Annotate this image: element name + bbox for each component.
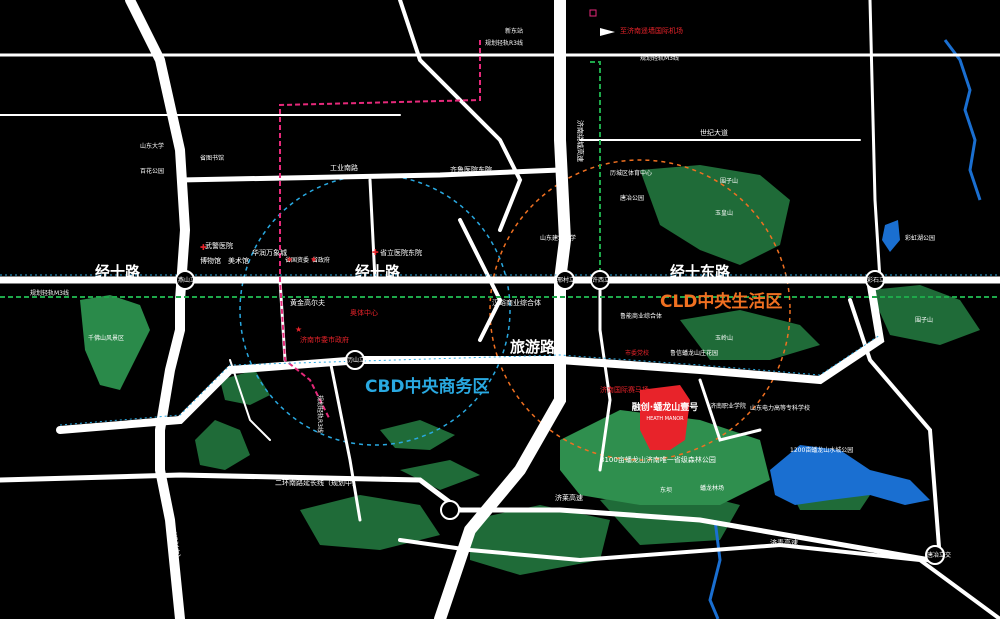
place-huarun: 华润万象城: [252, 248, 287, 257]
road-label-lvyou: 旅游路: [510, 338, 556, 356]
place-baihua-park: 百花公园: [140, 167, 164, 175]
place-lixia-sports: 历城区体育中心: [610, 169, 652, 177]
place-dongshan: 东坝: [660, 486, 672, 494]
place-golf: 黄金高尔夫: [290, 298, 325, 307]
svg-text:★: ★: [286, 255, 293, 264]
place-yuhuang: 玉皇山: [715, 209, 733, 217]
road-label-gongye: 工业南路: [330, 163, 358, 172]
place-zixun: 省国资委: [285, 256, 309, 264]
road-label-raocheng: 济南绕城高速: [576, 120, 585, 162]
interchange-markers: [175, 270, 945, 565]
place-panlong-park: 1200亩蟠龙山水城公园: [790, 446, 853, 454]
metro-label-m3-west: 规划轻轨M3线: [30, 289, 69, 297]
place-wuzhi: 武警医院: [205, 241, 233, 250]
lake-water: [708, 39, 982, 619]
place-art-museum: 美术馆: [228, 256, 249, 265]
metro-label-r3-south: 规划轻轨R3线: [316, 395, 324, 433]
ic-yanshan: 燕山立交: [178, 276, 202, 284]
place-caihong: 彩虹湖公园: [905, 234, 935, 242]
zone-label-cbd: CBD中央商务区: [365, 376, 490, 397]
place-shanjian: 山东建筑大学: [540, 234, 576, 242]
qianfo-mountain-area: [80, 295, 150, 390]
place-shandong-vocational: 山东电力高等专科学校: [750, 404, 810, 412]
place-party-school: 市委党校: [625, 349, 649, 357]
svg-text:✚: ✚: [200, 243, 207, 252]
place-shandong-univ: 山东大学: [140, 142, 164, 150]
metro-lines: [0, 40, 1000, 421]
ic-bangcun: 邢村立交: [557, 276, 581, 284]
place-vocational: 济南职业学院: [710, 402, 746, 410]
place-library: 省图书馆: [200, 154, 224, 162]
ic-tangye: 唐冶立交: [927, 551, 951, 559]
place-weizi: 围子山: [720, 177, 738, 185]
metro-dotted-blue: [0, 274, 1000, 426]
place-panlong-forest: 蟠龙林场: [700, 484, 724, 492]
place-airport: 至济南遥墙国际机场: [620, 26, 683, 35]
road-label-jingshi-east: 经十东路: [670, 263, 731, 281]
road-label-erhuan-dong: 二环东路（规划中）: [163, 499, 183, 563]
road-label-jingshi: 经十路: [355, 263, 401, 281]
place-weizi2: 围子山: [915, 316, 933, 324]
place-horse: 济南国际赛马场: [600, 385, 649, 394]
place-yuling-garden: 鲁信蟠龙山庄花园: [670, 349, 718, 357]
place-tangye-park: 唐冶公园: [620, 194, 644, 202]
ic-xuxi: 许西立交: [592, 276, 616, 284]
place-yuling: 玉岭山: [715, 334, 733, 342]
metro-label-m3-north: 规划轻轨M3线: [640, 54, 679, 62]
ic-lishan: 历山立交: [347, 356, 371, 364]
road-label-erhuan-nan: 二环南路延长线（规划中）: [275, 478, 359, 487]
metro-label-r3-north: 规划轻轨R3线: [485, 39, 523, 47]
zone-label-cld: CLD中央生活区: [660, 291, 782, 312]
svg-text:✚: ✚: [372, 248, 379, 257]
place-luneng: 鲁能商业综合体: [620, 312, 662, 320]
place-jinan-gov: 济南市委市政府: [300, 335, 349, 344]
place-forest: 8100亩蟠龙山济南唯一省级森林公园: [600, 455, 716, 464]
poi-star-markers: ★ ★ ★ ✚ ✚: [200, 243, 379, 334]
airport-icon: [589, 9, 615, 36]
road-label-jingshi-west: 经十路: [95, 263, 141, 281]
ic-caishi: 彩石立交: [867, 276, 891, 284]
place-gov: 省政府: [312, 256, 330, 264]
place-qilu-east: 齐鲁医院东院: [450, 165, 492, 174]
place-hospital-east: 省立医院东院: [380, 248, 422, 257]
cbd-south-mountains: [195, 370, 480, 490]
svg-text:★: ★: [295, 325, 302, 334]
place-hanyu: 汉峪商业综合体: [492, 298, 541, 307]
place-museum: 博物馆: [200, 256, 221, 265]
project-name: 融创·蟠龙山壹号: [632, 401, 698, 413]
project-name-en: HEATH MANOR: [646, 416, 684, 422]
road-label-jiqing: 济青高速: [770, 538, 798, 547]
place-qianfo: 千佛山风景区: [88, 334, 124, 342]
cld-ring: [489, 159, 791, 461]
road-label-jilai: 济莱高速: [555, 493, 583, 502]
svg-text:★: ★: [310, 255, 317, 264]
place-xindongzhan: 新东站: [505, 27, 523, 35]
place-aoti: 奥体中心: [350, 308, 378, 317]
project-marker[interactable]: 融创·蟠龙山壹号 HEATH MANOR: [632, 385, 698, 450]
road-label-shiji: 世纪大道: [700, 128, 728, 137]
